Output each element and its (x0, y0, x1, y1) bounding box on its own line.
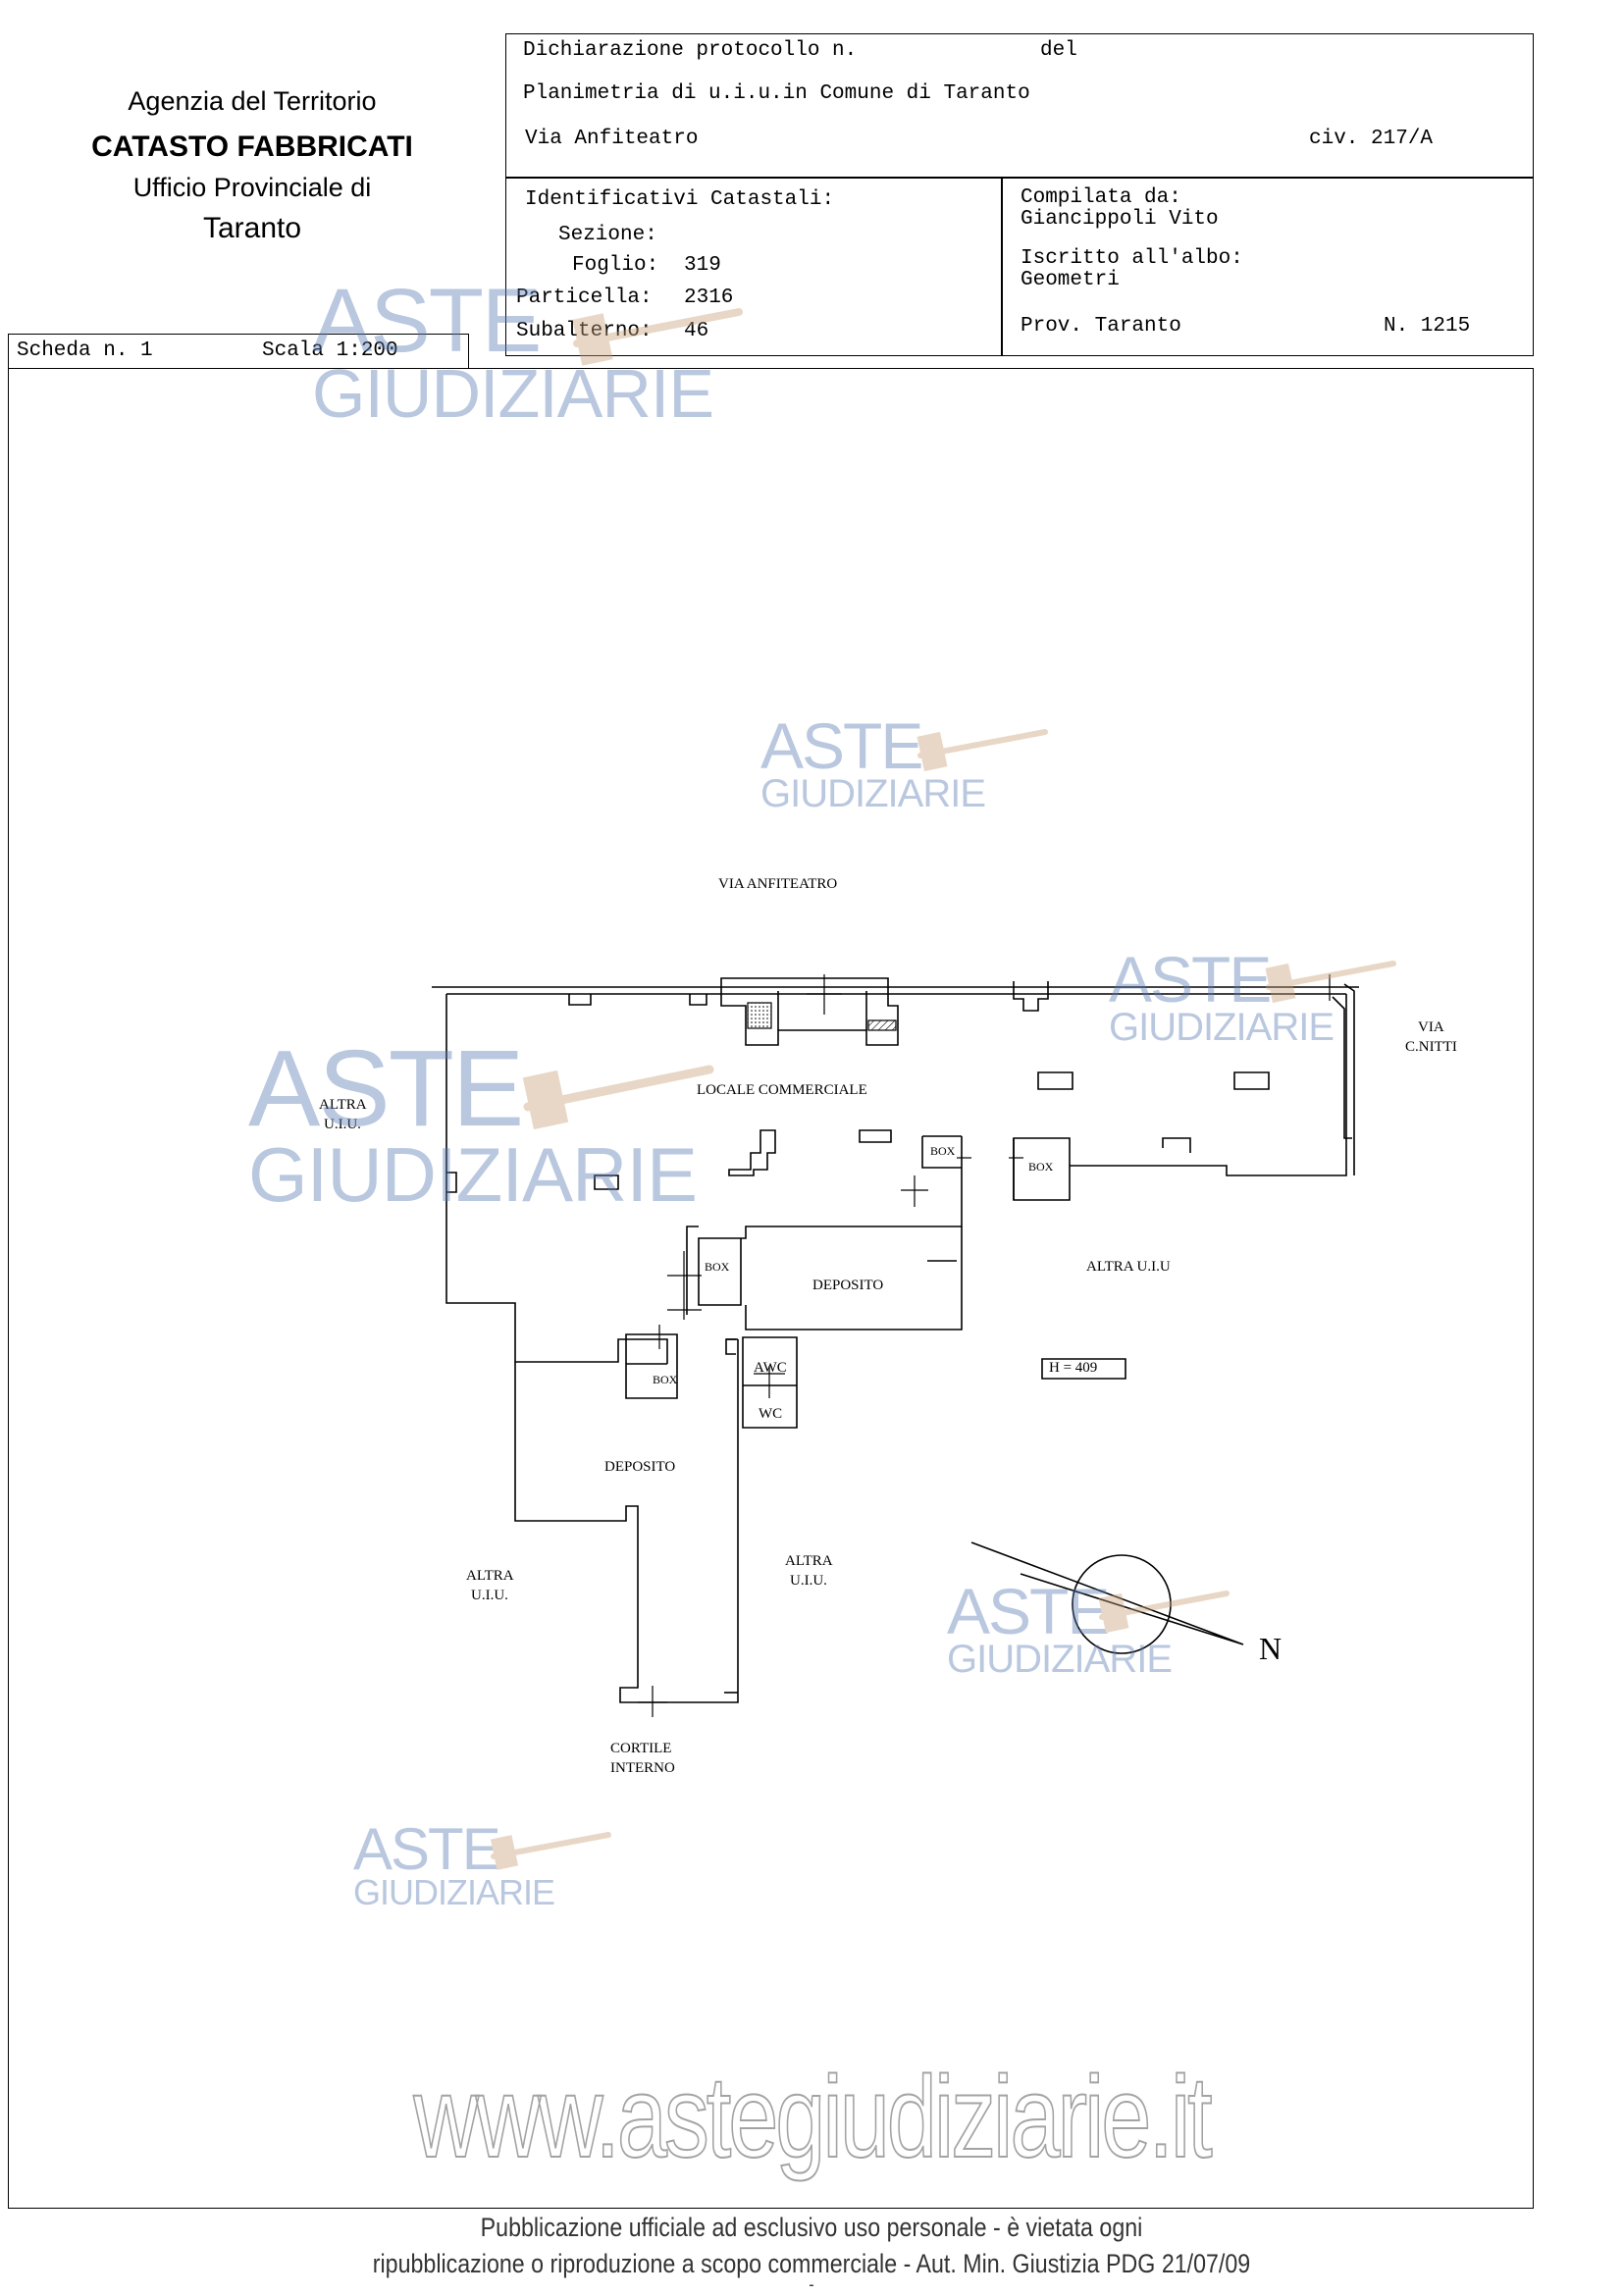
right-front-wall (1343, 983, 1355, 1175)
compass-needle (970, 1541, 1244, 1645)
altra-uiu-left-2: U.I.U. (324, 1117, 361, 1132)
height-label: H = 409 (1049, 1360, 1098, 1376)
subalterno-value: 46 (684, 320, 709, 342)
compiler-title: Compilata da: (1021, 186, 1181, 209)
cortile-label-1: CORTILE (610, 1741, 672, 1756)
sezione-label: Sezione: (558, 224, 657, 246)
compass-circle (1072, 1554, 1172, 1654)
footer-line-3: - (809, 2274, 814, 2294)
cadastre-title: CATASTO FABBRICATI (91, 130, 413, 163)
cortile-label-2: INTERNO (610, 1760, 675, 1776)
drawing-frame (8, 368, 1534, 2209)
locale-outer-wall (445, 994, 668, 1364)
watermark-url: www.astegiudiziarie.it (413, 2052, 1214, 2183)
foglio-label: Foglio: (572, 254, 659, 277)
deposito-label-1: DEPOSITO (812, 1278, 884, 1293)
footer-line-1: Pubblicazione ufficiale ad esclusivo uso… (480, 2213, 1143, 2242)
del-label: del (1040, 39, 1077, 62)
box-label-3: BOX (705, 1260, 730, 1274)
scale-label: Scala 1:200 (262, 339, 398, 362)
subalterno-label: Subalterno: (516, 320, 653, 342)
compiler-box (1001, 177, 1534, 356)
box-label-4: BOX (653, 1373, 678, 1386)
albo-number: N. 1215 (1384, 315, 1471, 338)
planimetry-title: Planimetria di u.i.u.in Comune di Tarant… (523, 82, 1030, 105)
identifiers-title: Identificativi Catastali: (525, 188, 835, 211)
particella-value: 2316 (684, 287, 734, 309)
compiler-province: Prov. Taranto (1021, 315, 1181, 338)
albo-value: Geometri (1021, 269, 1120, 291)
north-label: N (1259, 1631, 1283, 1666)
altra-uiu-left-1: ALTRA (319, 1097, 367, 1113)
declaration-box (505, 33, 1534, 179)
via-nitti-label-2: C.NITTI (1405, 1039, 1457, 1055)
street-name: Via Anfiteatro (525, 128, 699, 150)
deposito-label-2: DEPOSITO (604, 1459, 676, 1475)
awc-label: AWC (754, 1360, 787, 1376)
altra-uiu-bottom-center-2: U.I.U. (790, 1573, 827, 1589)
wc-label: WC (759, 1406, 783, 1422)
identifiers-box (505, 177, 1003, 356)
altra-uiu-bottom-center-1: ALTRA (785, 1553, 833, 1569)
compiler-name: Giancippoli Vito (1021, 208, 1219, 231)
provincial-office: Ufficio Provinciale di (132, 173, 372, 202)
altra-uiu-right: ALTRA U.I.U (1086, 1259, 1171, 1275)
height-box (1041, 1358, 1126, 1380)
albo-label: Iscritto all'albo: (1021, 247, 1243, 270)
via-nitti-label-1: VIA (1418, 1019, 1444, 1035)
sheet-number: Scheda n. 1 (17, 339, 153, 362)
civic-number: civ. 217/A (1309, 128, 1434, 150)
office-city: Taranto (202, 212, 302, 244)
box-label-1: BOX (930, 1144, 956, 1158)
agency-name: Agenzia del Territorio (128, 86, 377, 116)
altra-uiu-bottom-left-2: U.I.U. (471, 1588, 508, 1603)
particella-label: Particella: (516, 287, 653, 309)
altra-uiu-bottom-left-1: ALTRA (466, 1568, 514, 1584)
foglio-value: 319 (684, 254, 721, 277)
locale-commerciale-label: LOCALE COMMERCIALE (697, 1082, 867, 1098)
box-label-2: BOX (1028, 1160, 1054, 1174)
via-anfiteatro-label: VIA ANFITEATRO (718, 876, 838, 892)
wc-block (742, 1336, 798, 1429)
protocol-label: Dichiarazione protocollo n. (523, 39, 858, 62)
footer-line-2: ripubblicazione o riproduzione a scopo c… (372, 2249, 1251, 2278)
